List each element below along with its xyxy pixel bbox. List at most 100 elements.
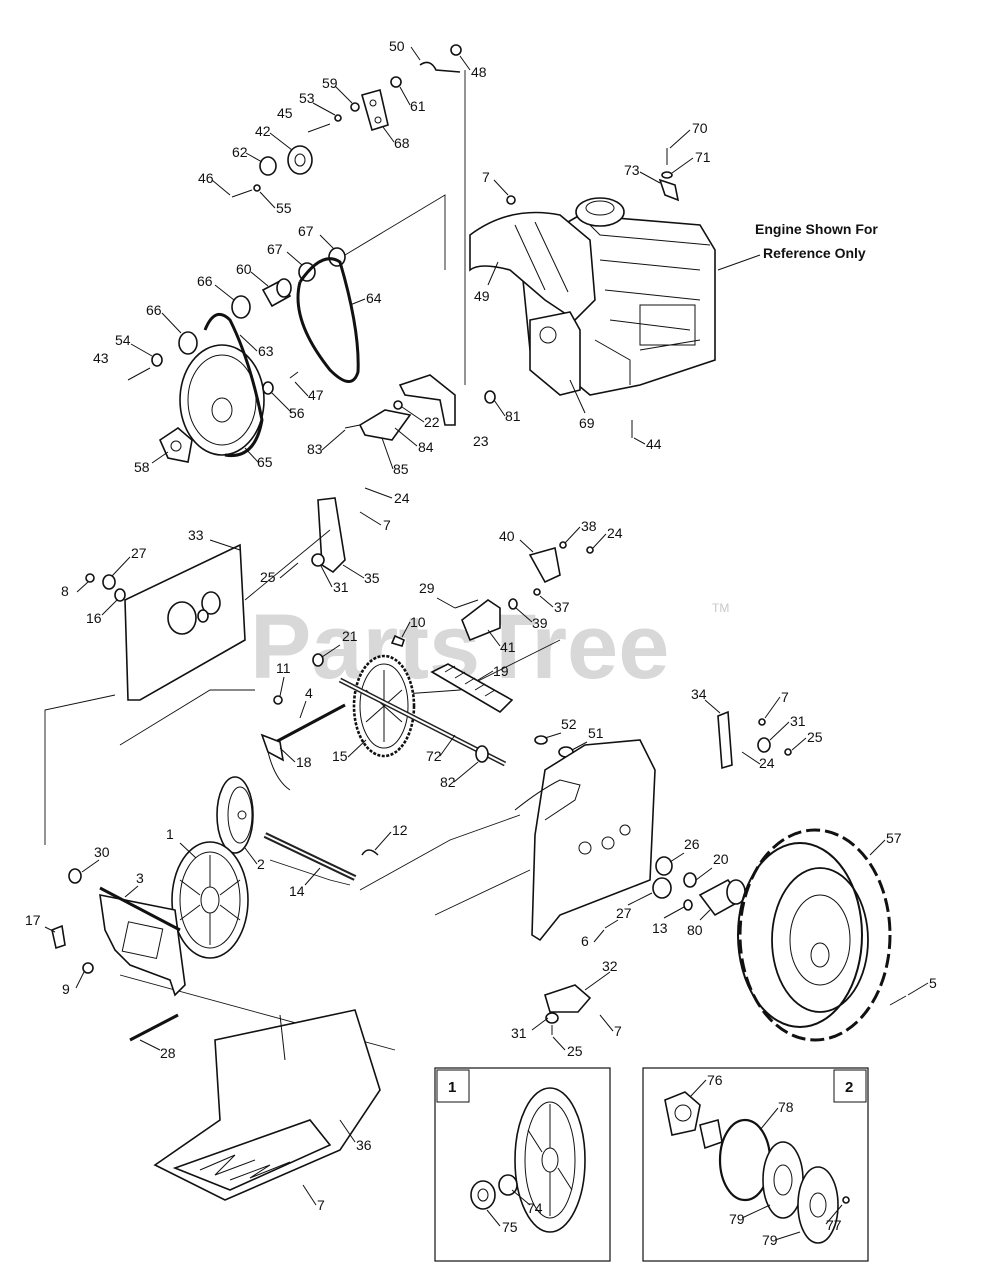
part-50-spring: [419, 61, 461, 73]
callout-79-a: 79: [729, 1211, 745, 1227]
callout-80: 80: [687, 922, 703, 938]
callout-8: 8: [61, 583, 69, 599]
callout-25-c: 25: [567, 1043, 583, 1059]
callout-58: 58: [134, 459, 150, 475]
callout-51: 51: [588, 725, 604, 741]
callout-54: 54: [115, 332, 131, 348]
callout-63: 63: [258, 343, 274, 359]
callout-50: 50: [389, 38, 405, 54]
callout-73: 73: [624, 162, 640, 178]
callout-41: 41: [500, 639, 516, 655]
callout-65: 65: [257, 454, 273, 470]
callout-37: 37: [554, 599, 570, 615]
callout-18: 18: [296, 754, 312, 770]
callout-7-c: 7: [781, 689, 789, 705]
callout-74: 74: [527, 1200, 543, 1216]
part-49-belt-cover: [469, 211, 596, 322]
callout-55: 55: [276, 200, 292, 216]
part-58-flange: [158, 426, 193, 463]
callout-34: 34: [691, 686, 707, 702]
callout-52: 52: [561, 716, 577, 732]
callout-7-d: 7: [614, 1023, 622, 1039]
callout-49: 49: [474, 288, 490, 304]
callout-56: 56: [289, 405, 305, 421]
callout-67-a: 67: [298, 223, 314, 239]
watermark-trademark: TM: [712, 601, 729, 615]
callout-68: 68: [394, 135, 410, 151]
callout-7-top: 7: [482, 169, 490, 185]
engine-note-line1: Engine Shown For: [755, 221, 878, 237]
part-2-friction-wheel: [216, 776, 254, 854]
callout-62: 62: [232, 144, 248, 160]
callout-36: 36: [356, 1137, 372, 1153]
callout-42: 42: [255, 123, 271, 139]
callout-3: 3: [136, 870, 144, 886]
callout-24-c: 24: [759, 755, 775, 771]
part-68-idler-bracket: [361, 89, 389, 132]
callout-75: 75: [502, 1219, 518, 1235]
callout-76: 76: [707, 1072, 723, 1088]
callout-85: 85: [393, 461, 409, 477]
callout-19: 19: [493, 663, 509, 679]
part-63-belt: [203, 312, 264, 458]
part-69-engine-bracket: [529, 311, 581, 396]
callout-14: 14: [289, 883, 305, 899]
callout-57: 57: [886, 830, 902, 846]
callout-31-a: 31: [333, 579, 349, 595]
part-65-auger-pulley: [179, 344, 265, 456]
callout-28: 28: [160, 1045, 176, 1061]
callout-40: 40: [499, 528, 515, 544]
part-34-lever: [717, 710, 733, 770]
callout-33: 33: [188, 527, 204, 543]
callout-9: 9: [62, 981, 70, 997]
callout-61: 61: [410, 98, 426, 114]
callout-labels: 50 48 59 53 61 45 42 68 62 46 55 70 71 7…: [25, 38, 937, 1248]
callout-7-b: 7: [383, 517, 391, 533]
callout-5: 5: [929, 975, 937, 991]
callout-83: 83: [307, 441, 323, 457]
callout-66-b: 66: [146, 302, 162, 318]
callout-71: 71: [695, 149, 711, 165]
callout-78: 78: [778, 1099, 794, 1115]
part-1-drive-plate: [171, 841, 249, 959]
callout-31-c: 31: [511, 1025, 527, 1041]
callout-16: 16: [86, 610, 102, 626]
callout-84: 84: [418, 439, 434, 455]
engine-note-line2: Reference Only: [763, 245, 866, 261]
callout-11: 11: [276, 660, 291, 676]
part-40-plate: [528, 546, 561, 584]
callout-12: 12: [392, 822, 408, 838]
part-19-worm-shaft: [430, 663, 514, 714]
callout-22: 22: [424, 414, 440, 430]
callout-26: 26: [684, 836, 700, 852]
callout-69: 69: [579, 415, 595, 431]
callout-21: 21: [342, 628, 358, 644]
part-85-cable-bracket: [358, 409, 412, 441]
callout-10: 10: [410, 614, 426, 630]
inset-2-number: 2: [845, 1079, 853, 1096]
callout-38: 38: [581, 518, 597, 534]
callout-29: 29: [419, 580, 435, 596]
callout-25-b: 25: [807, 729, 823, 745]
callout-43: 43: [93, 350, 109, 366]
callout-25-a: 25: [260, 569, 276, 585]
callout-79-b: 79: [762, 1232, 778, 1248]
part-48-nut: [450, 44, 462, 56]
callout-2: 2: [257, 856, 265, 872]
callout-27-a: 27: [131, 545, 147, 561]
part-64-belt: [296, 257, 360, 383]
callout-44: 44: [646, 436, 662, 452]
callout-64: 64: [366, 290, 382, 306]
callout-39: 39: [532, 615, 548, 631]
callout-82: 82: [440, 774, 456, 790]
callout-45: 45: [277, 105, 293, 121]
part-frame-housing: [531, 739, 656, 942]
callout-32: 32: [602, 958, 618, 974]
callout-6: 6: [581, 933, 589, 949]
callout-13: 13: [652, 920, 668, 936]
inset-1-number: 1: [448, 1079, 456, 1096]
callout-59: 59: [322, 75, 338, 91]
callout-30: 30: [94, 844, 110, 860]
